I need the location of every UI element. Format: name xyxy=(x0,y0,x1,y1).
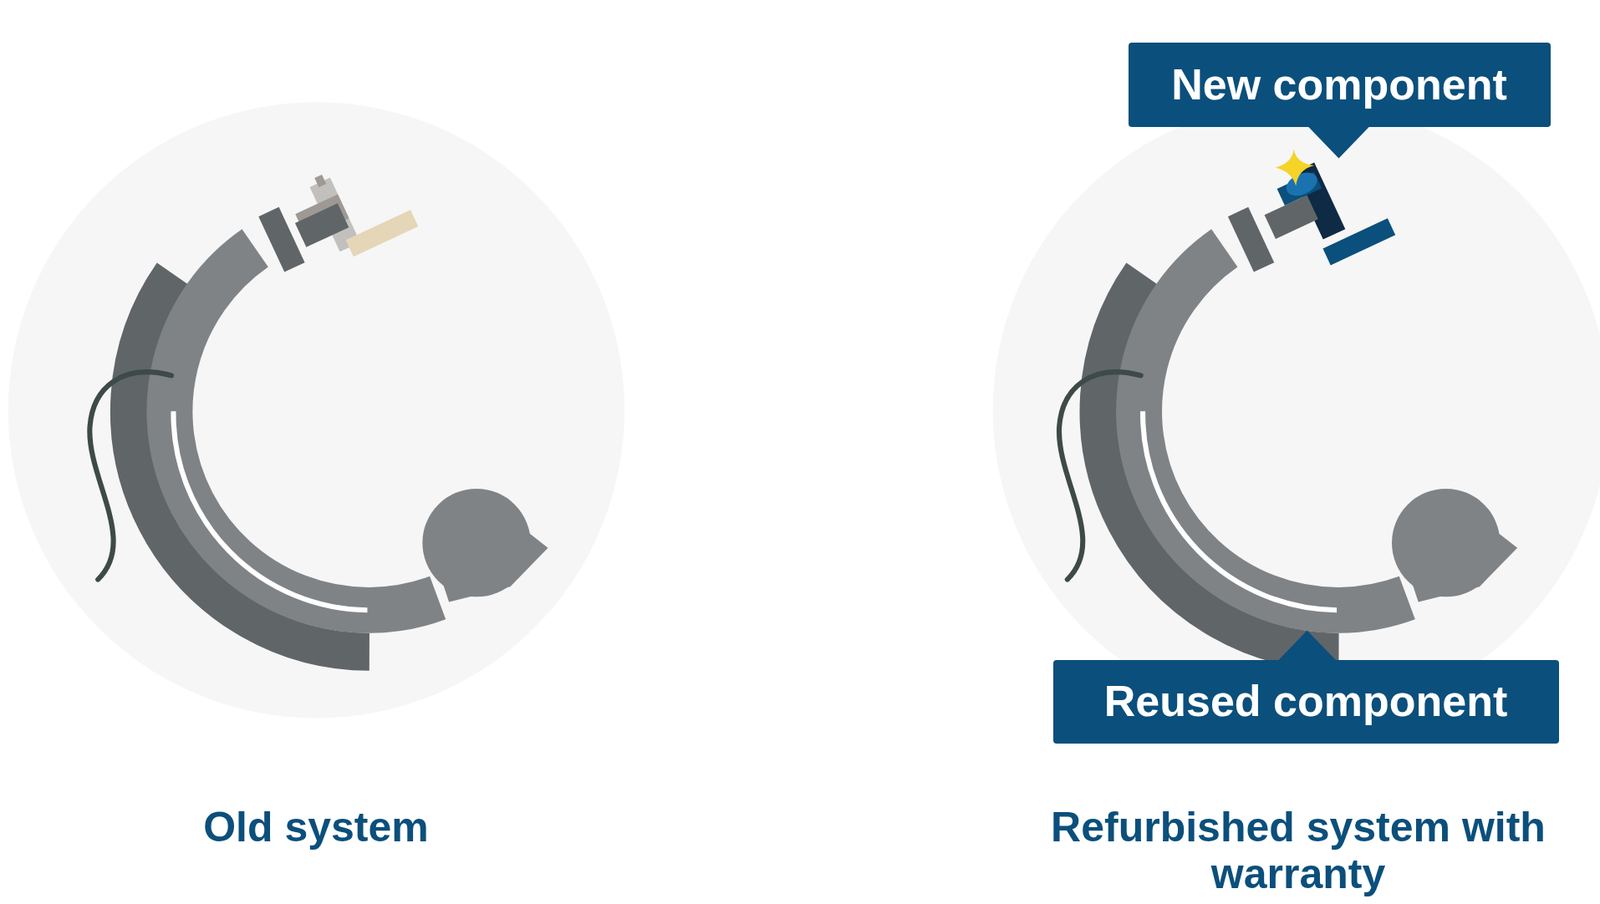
old-detector xyxy=(280,147,418,274)
callout-text: Reused component xyxy=(1104,677,1509,726)
callout-box: New component xyxy=(1128,42,1551,128)
callout-pointer xyxy=(1277,631,1337,663)
sparkle-icon xyxy=(1275,148,1315,186)
background-circle xyxy=(8,101,625,719)
c-arm xyxy=(89,207,548,653)
background-circle xyxy=(993,101,1600,719)
caption-label: Refurbished system with warranty xyxy=(1039,804,1558,898)
caption-label: Old system xyxy=(65,804,567,851)
callout-text: New component xyxy=(1171,61,1508,109)
callout-pointer xyxy=(1308,127,1370,159)
c-arm xyxy=(1059,207,1518,653)
callout-box: Reused component xyxy=(1053,660,1560,744)
new-detector xyxy=(1253,144,1396,282)
